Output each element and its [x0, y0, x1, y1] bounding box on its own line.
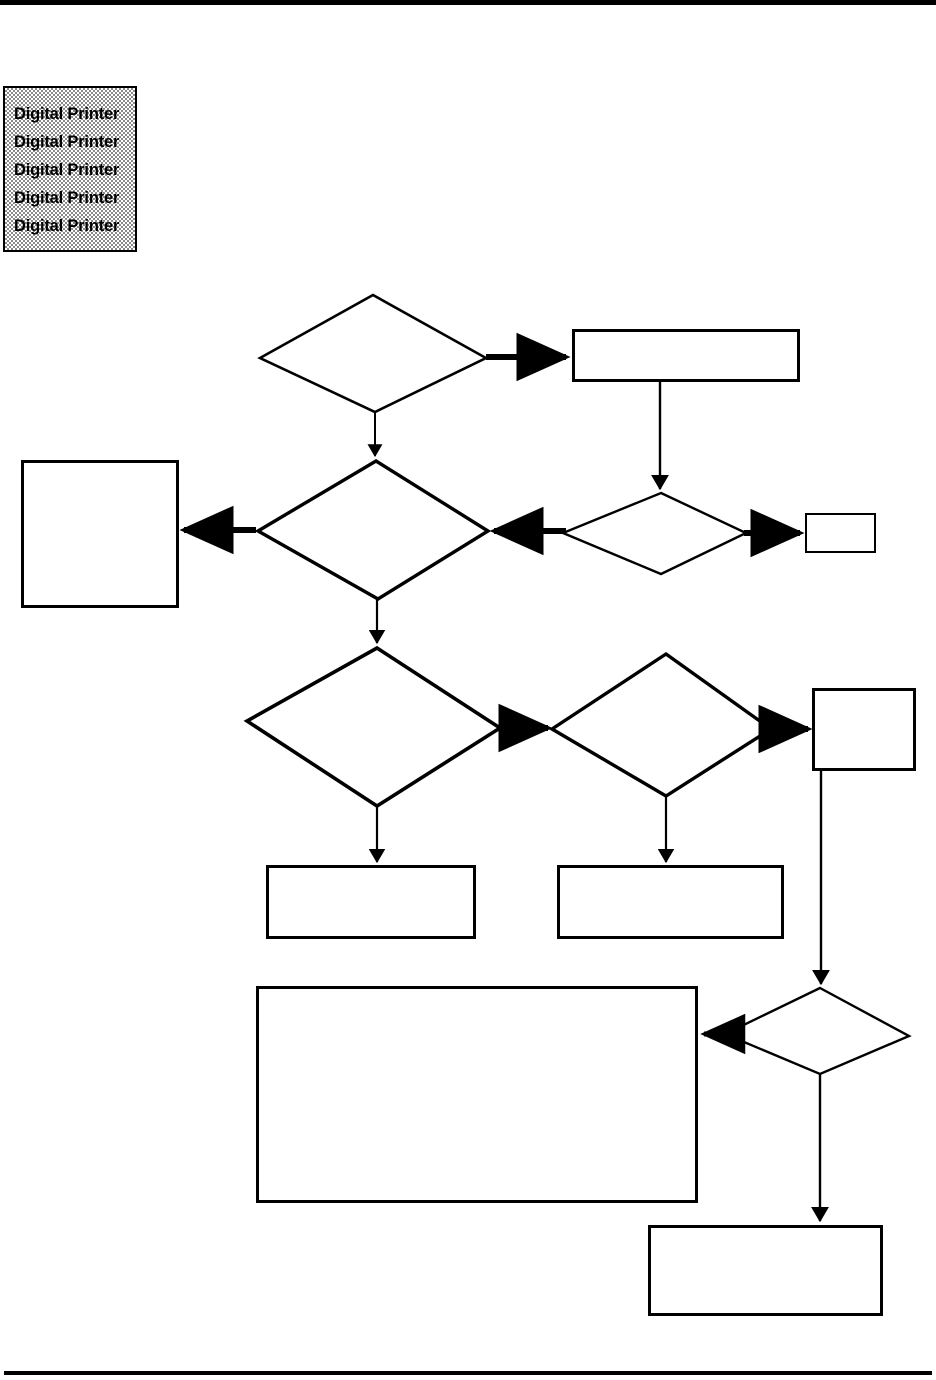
- process-box-r3[interactable]: [805, 513, 876, 553]
- decision-diamond-d6[interactable]: [722, 986, 912, 1076]
- legend-line: Digital Printer: [14, 217, 120, 235]
- decision-diamond-d3[interactable]: [559, 491, 749, 576]
- process-box-r6[interactable]: [557, 865, 784, 939]
- process-box-r4[interactable]: [812, 688, 916, 771]
- process-box-r5[interactable]: [266, 865, 476, 939]
- page-bottom-rule: [4, 1371, 932, 1375]
- legend-line: Digital Printer: [14, 161, 120, 179]
- decision-diamond-d2[interactable]: [254, 459, 492, 601]
- process-box-r8[interactable]: [648, 1225, 883, 1316]
- decision-diamond-d4[interactable]: [243, 645, 504, 809]
- legend-line: Digital Printer: [14, 105, 120, 123]
- decision-diamond-d1[interactable]: [257, 293, 489, 414]
- decision-diamond-d5[interactable]: [548, 651, 775, 798]
- digital-printer-legend-panel: Digital Printer Digital Printer Digital …: [3, 86, 137, 252]
- page-top-rule: [0, 0, 936, 5]
- process-box-r2[interactable]: [21, 460, 179, 608]
- legend-line: Digital Printer: [14, 133, 120, 151]
- process-box-r7[interactable]: [256, 986, 698, 1203]
- process-box-r1[interactable]: [572, 329, 800, 382]
- legend-line: Digital Printer: [14, 189, 120, 207]
